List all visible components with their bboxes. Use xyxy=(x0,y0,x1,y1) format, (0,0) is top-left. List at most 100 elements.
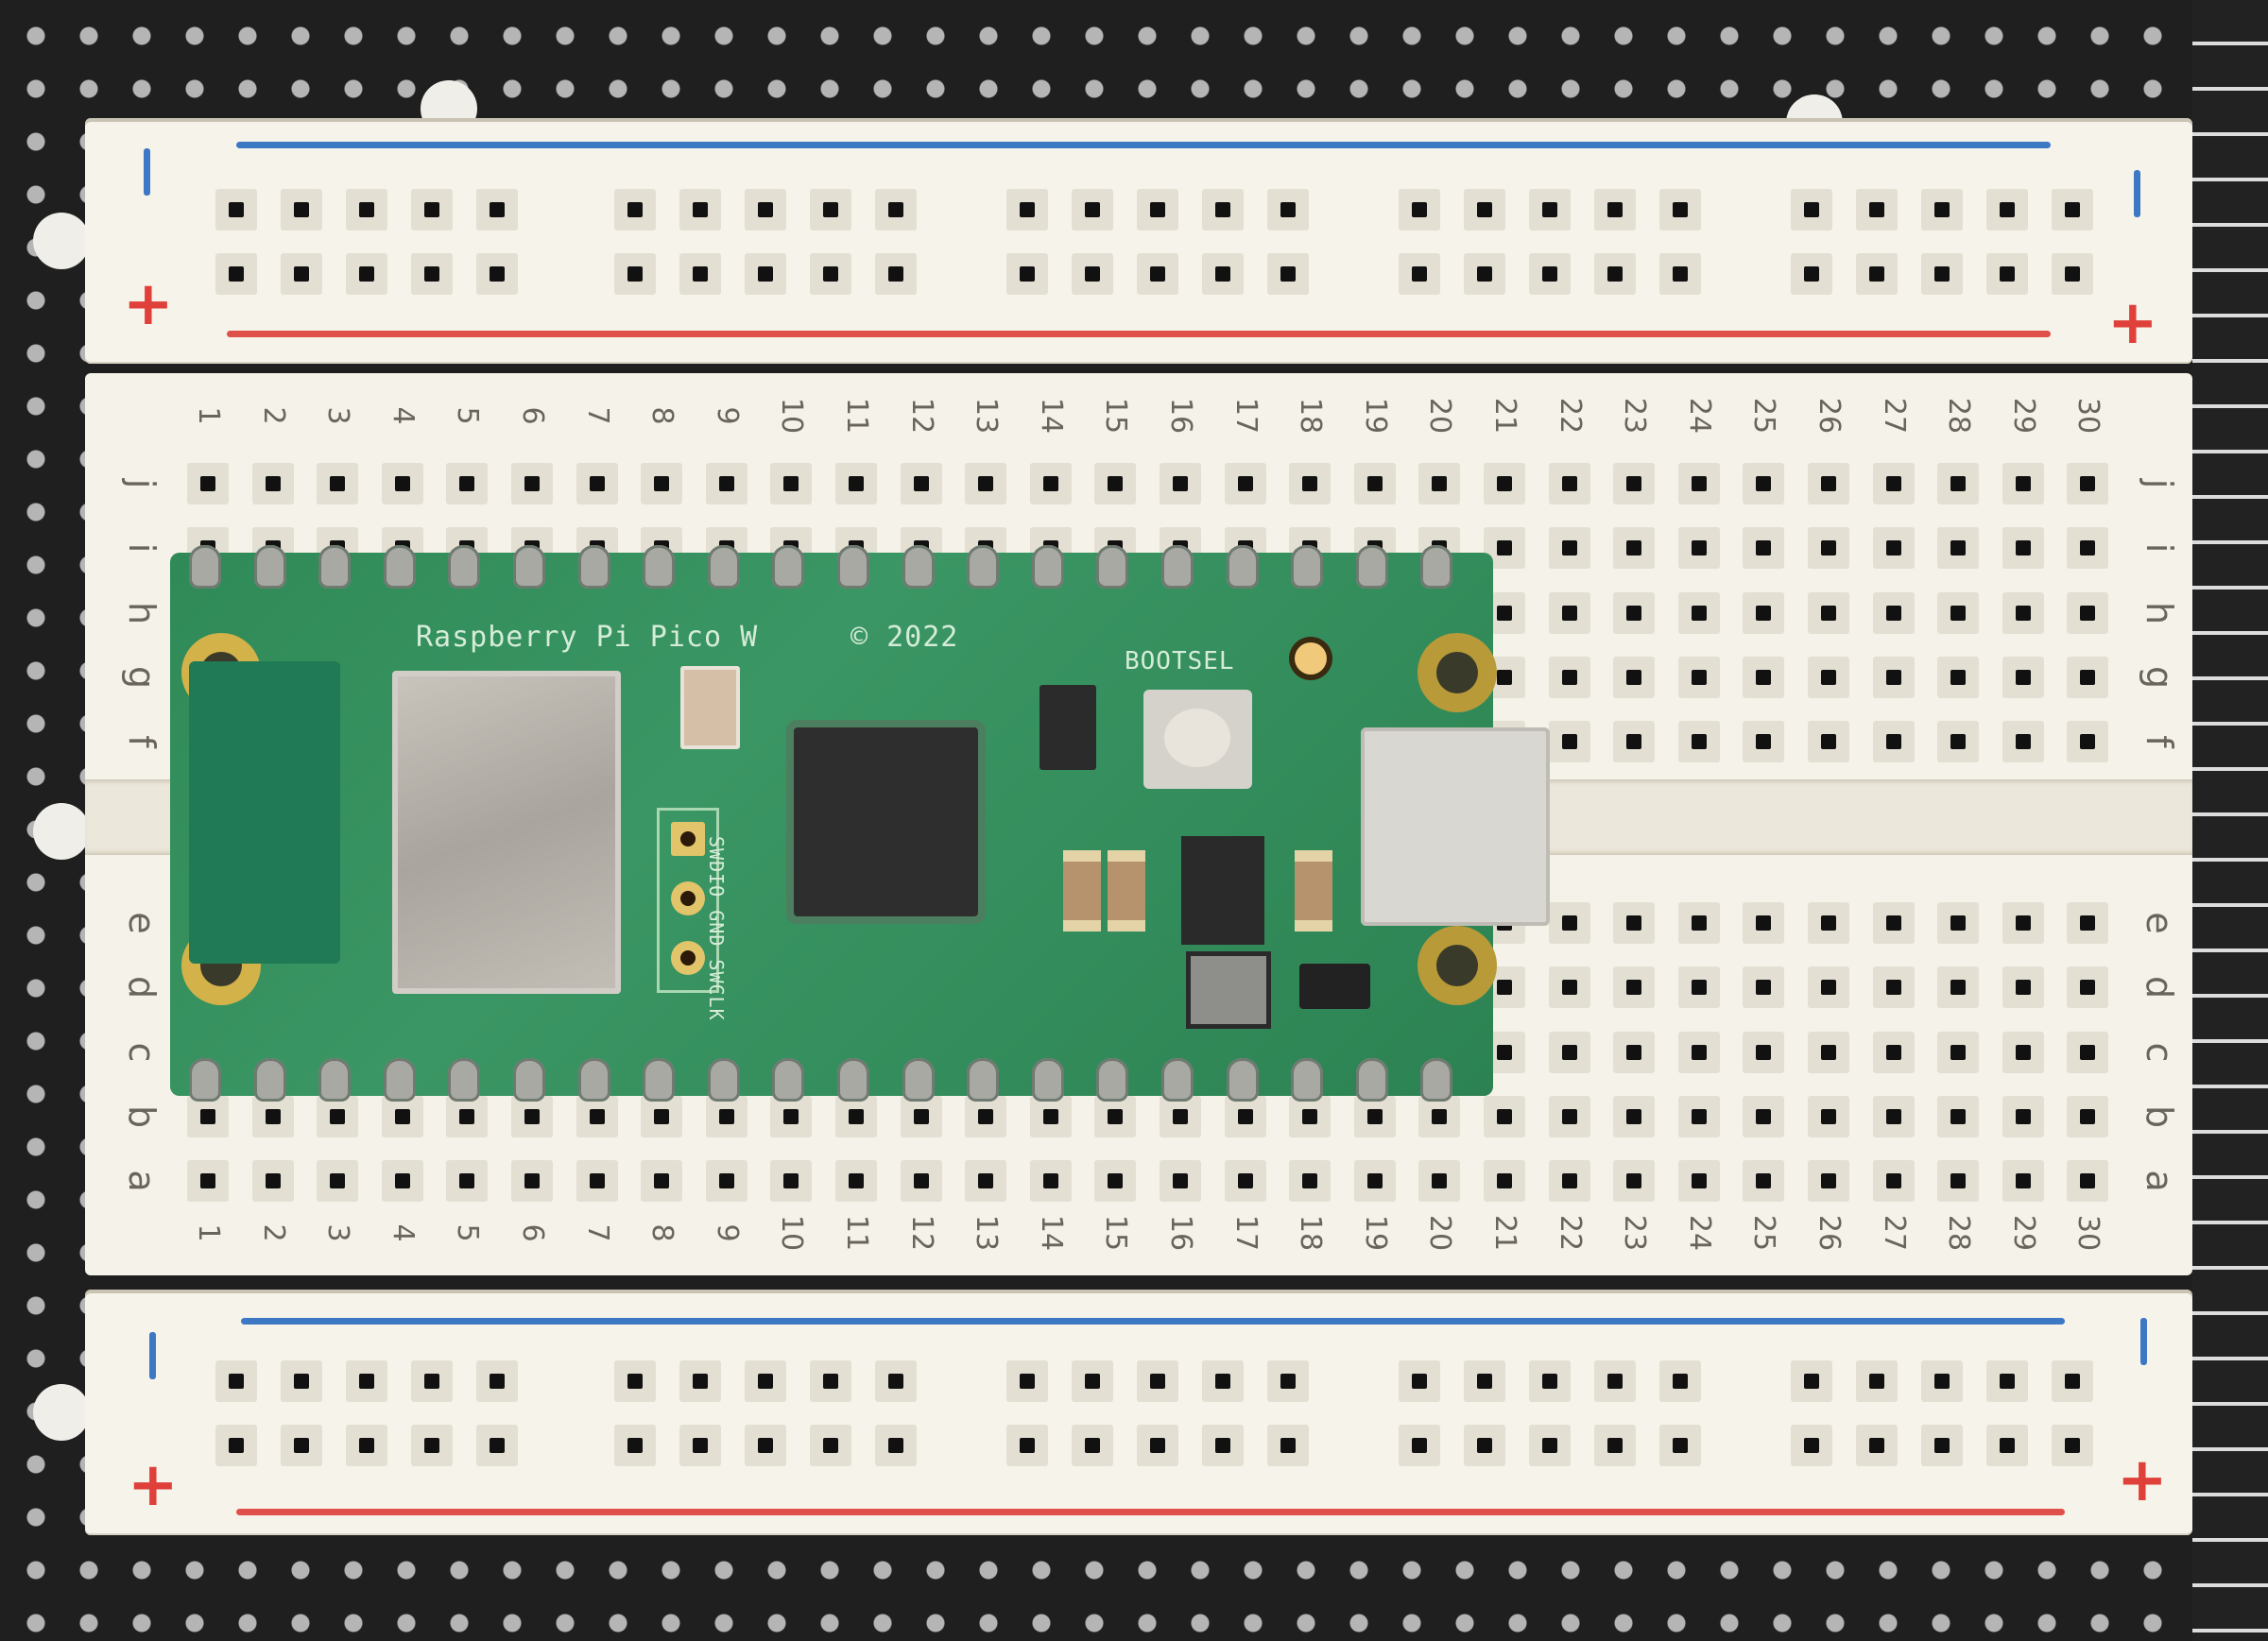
rail-tie-point[interactable] xyxy=(1791,189,1832,231)
tie-point[interactable] xyxy=(1872,463,1915,504)
tie-point[interactable] xyxy=(1548,463,1590,504)
tie-point[interactable] xyxy=(1872,527,1915,569)
tie-point[interactable] xyxy=(705,1096,747,1137)
rail-tie-point[interactable] xyxy=(1399,1425,1440,1466)
tie-point[interactable] xyxy=(576,1096,618,1137)
rail-tie-point[interactable] xyxy=(745,253,786,295)
tie-point[interactable] xyxy=(1937,966,1980,1008)
tie-point[interactable] xyxy=(1224,463,1266,504)
tie-point[interactable] xyxy=(965,1160,1007,1202)
rail-tie-point[interactable] xyxy=(411,253,453,295)
rail-tie-point[interactable] xyxy=(476,1425,518,1466)
rail-tie-point[interactable] xyxy=(614,189,656,231)
tie-point[interactable] xyxy=(1613,902,1656,944)
tie-point[interactable] xyxy=(317,463,359,504)
tie-point[interactable] xyxy=(770,1160,813,1202)
tie-point[interactable] xyxy=(1937,463,1980,504)
tie-point[interactable] xyxy=(1808,721,1849,762)
tie-point[interactable] xyxy=(1613,1160,1656,1202)
rail-tie-point[interactable] xyxy=(1399,253,1440,295)
rail-tie-point[interactable] xyxy=(1006,1360,1048,1402)
tie-point[interactable] xyxy=(1872,1032,1915,1073)
rail-tie-point[interactable] xyxy=(1856,253,1898,295)
rail-tie-point[interactable] xyxy=(614,253,656,295)
tie-point[interactable] xyxy=(446,1160,489,1202)
tie-point[interactable] xyxy=(1743,657,1785,698)
rail-tie-point[interactable] xyxy=(1137,253,1178,295)
tie-point[interactable] xyxy=(317,1160,359,1202)
rail-tie-point[interactable] xyxy=(1921,1360,1963,1402)
rail-tie-point[interactable] xyxy=(2052,189,2093,231)
rail-tie-point[interactable] xyxy=(215,1425,257,1466)
tie-point[interactable] xyxy=(1094,1160,1137,1202)
tie-point[interactable] xyxy=(2002,1032,2044,1073)
tie-point[interactable] xyxy=(1484,1096,1525,1137)
rail-tie-point[interactable] xyxy=(476,1360,518,1402)
tie-point[interactable] xyxy=(2002,902,2044,944)
tie-point[interactable] xyxy=(1808,592,1849,634)
tie-point[interactable] xyxy=(1677,592,1720,634)
tie-point[interactable] xyxy=(1937,721,1980,762)
rail-tie-point[interactable] xyxy=(1921,253,1963,295)
tie-point[interactable] xyxy=(835,1160,877,1202)
tie-point[interactable] xyxy=(1613,527,1656,569)
rail-tie-point[interactable] xyxy=(1006,1425,1048,1466)
tie-point[interactable] xyxy=(1224,1096,1266,1137)
tie-point[interactable] xyxy=(900,1096,942,1137)
rail-tie-point[interactable] xyxy=(810,1425,851,1466)
tie-point[interactable] xyxy=(641,463,683,504)
tie-point[interactable] xyxy=(576,1160,618,1202)
rail-tie-point[interactable] xyxy=(1921,1425,1963,1466)
tie-point[interactable] xyxy=(1743,721,1785,762)
rail-tie-point[interactable] xyxy=(614,1360,656,1402)
tie-point[interactable] xyxy=(2067,902,2109,944)
tie-point[interactable] xyxy=(187,1160,229,1202)
rail-tie-point[interactable] xyxy=(1986,1360,2028,1402)
tie-point[interactable] xyxy=(1937,902,1980,944)
tie-point[interactable] xyxy=(1613,592,1656,634)
tie-point[interactable] xyxy=(1743,527,1785,569)
tie-point[interactable] xyxy=(2002,1160,2044,1202)
tie-point[interactable] xyxy=(381,1160,423,1202)
rail-tie-point[interactable] xyxy=(1986,1425,2028,1466)
rail-tie-point[interactable] xyxy=(875,1360,917,1402)
tie-point[interactable] xyxy=(1743,463,1785,504)
tie-point[interactable] xyxy=(1872,592,1915,634)
tie-point[interactable] xyxy=(2067,1160,2109,1202)
tie-point[interactable] xyxy=(1872,966,1915,1008)
tie-point[interactable] xyxy=(1872,902,1915,944)
rail-tie-point[interactable] xyxy=(2052,253,2093,295)
rail-tie-point[interactable] xyxy=(346,189,387,231)
rail-tie-point[interactable] xyxy=(2052,1425,2093,1466)
rail-tie-point[interactable] xyxy=(810,189,851,231)
rail-tie-point[interactable] xyxy=(411,189,453,231)
rail-tie-point[interactable] xyxy=(1529,1360,1571,1402)
tie-point[interactable] xyxy=(1418,463,1461,504)
tie-point[interactable] xyxy=(2002,657,2044,698)
tie-point[interactable] xyxy=(1677,527,1720,569)
rail-tie-point[interactable] xyxy=(1529,253,1571,295)
tie-point[interactable] xyxy=(1548,592,1590,634)
tie-point[interactable] xyxy=(1548,527,1590,569)
bootsel-button[interactable] xyxy=(1143,690,1252,789)
tie-point[interactable] xyxy=(1677,463,1720,504)
micro-usb-connector[interactable] xyxy=(1361,727,1550,926)
tie-point[interactable] xyxy=(381,463,423,504)
tie-point[interactable] xyxy=(1808,1160,1849,1202)
rail-tie-point[interactable] xyxy=(476,189,518,231)
tie-point[interactable] xyxy=(1808,657,1849,698)
rail-tie-point[interactable] xyxy=(1202,189,1244,231)
rail-tie-point[interactable] xyxy=(1399,1360,1440,1402)
rail-tie-point[interactable] xyxy=(1791,253,1832,295)
rail-tie-point[interactable] xyxy=(281,1425,322,1466)
rail-tie-point[interactable] xyxy=(1856,1360,1898,1402)
rail-tie-point[interactable] xyxy=(1856,189,1898,231)
tie-point[interactable] xyxy=(251,463,294,504)
rail-tie-point[interactable] xyxy=(1267,1360,1309,1402)
tie-point[interactable] xyxy=(770,1096,813,1137)
tie-point[interactable] xyxy=(1743,902,1785,944)
tie-point[interactable] xyxy=(641,1160,683,1202)
rail-tie-point[interactable] xyxy=(1594,253,1636,295)
rail-tie-point[interactable] xyxy=(1267,189,1309,231)
tie-point[interactable] xyxy=(2067,657,2109,698)
